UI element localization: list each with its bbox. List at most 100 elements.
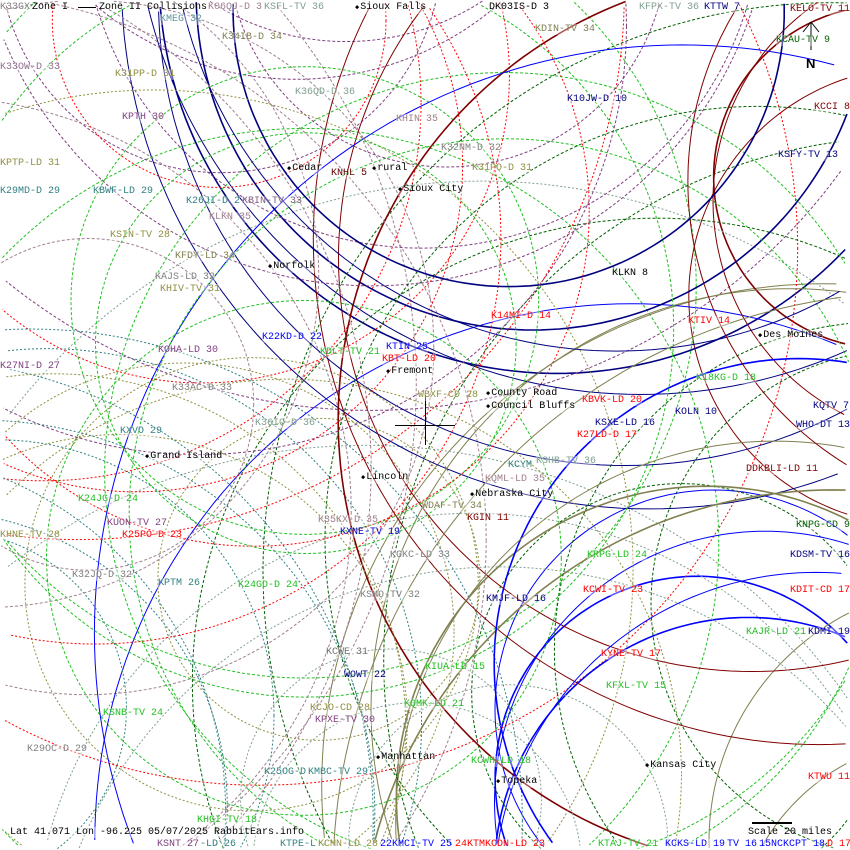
station-label[interactable]: KSIN-TV 28 (110, 230, 171, 241)
station-label[interactable]: KBVK-LD 20 (582, 395, 643, 406)
station-label[interactable]: KTTW 7 (704, 2, 741, 13)
station-label[interactable]: KXVO 29 (120, 426, 163, 437)
station-label[interactable]: K14MI-D 14 (491, 311, 552, 322)
station-label[interactable]: KCAU-TV 9 (776, 35, 831, 46)
station-label[interactable]: KDSM-TV 16 (790, 550, 850, 561)
station-label[interactable]: KBIN-TV 33 (242, 196, 303, 207)
station-label[interactable]: 22KMCI-TV 25 (380, 839, 453, 850)
station-label[interactable]: K35KX-D 35 (318, 515, 379, 526)
station-label[interactable]: KSXE-LD 16 (595, 418, 656, 429)
station-label[interactable]: WBXF-CD 28 (418, 390, 479, 401)
station-label[interactable]: K27NI-D 27 (0, 361, 61, 372)
station-label[interactable]: KGKC-LD 33 (390, 550, 451, 561)
station-label[interactable]: K22KD-D 22 (262, 332, 323, 343)
station-label[interactable]: KSNT 27 (157, 839, 200, 850)
station-label[interactable]: KTPE-L (280, 839, 317, 850)
station-label[interactable]: KSFY-TV 13 (778, 150, 839, 161)
station-label[interactable]: KPTM 26 (158, 578, 201, 589)
station-label[interactable]: KBWF-LD 29 (93, 186, 154, 197)
station-label[interactable]: KSMO-TV 32 (360, 590, 421, 601)
station-label[interactable]: KPTH 30 (122, 112, 165, 123)
station-label[interactable]: KXNE-TV 19 (340, 527, 401, 538)
station-label[interactable]: K36QD-D 36 (295, 87, 356, 98)
station-label[interactable]: KDIN-TV 34 (535, 24, 596, 35)
station-label[interactable]: KMEG 32 (160, 14, 203, 25)
station-label[interactable]: KTAJ-TV 21 (598, 839, 659, 850)
station-label[interactable]: DK03IS-D 3 (489, 2, 550, 13)
station-label[interactable]: K33GX (0, 2, 31, 13)
station-label[interactable]: KLKN 8 (612, 268, 649, 279)
station-label[interactable]: KFDY-LD 34 (175, 251, 236, 262)
station-label[interactable]: KFXL-TV 15 (606, 681, 667, 692)
station-label[interactable]: K29MD-D 29 (0, 186, 61, 197)
station-label[interactable]: KBT-LD 20 (382, 354, 437, 365)
station-label[interactable]: 24KTMKCDN-LD 23 (455, 839, 546, 850)
station-label[interactable]: KQMK-LD 21 (404, 699, 465, 710)
station-label[interactable]: K25PO-D 23 (122, 530, 183, 541)
station-label[interactable]: KCWI-TV 23 (583, 585, 644, 596)
station-label[interactable]: KFPX-TV 36 (639, 2, 700, 13)
station-label[interactable]: KDIT-CD 17 (790, 585, 850, 596)
station-label[interactable]: K32JQ-D 32 (72, 570, 133, 581)
station-label[interactable]: KHIV-TV 31 (160, 284, 221, 295)
station-label[interactable]: -LD 26 (200, 839, 237, 850)
station-label[interactable]: K10JW-D 10 (567, 94, 628, 105)
station-label[interactable]: KLKN 35 (209, 212, 252, 223)
station-label[interactable]: KIUA-LD 15 (425, 662, 486, 673)
station-label[interactable]: K06QJ-D 3 (208, 2, 263, 13)
station-label[interactable]: KTIV 14 (688, 316, 731, 327)
station-label[interactable]: TV 16 (727, 839, 758, 850)
station-label[interactable]: WHO-DT 13 (796, 420, 850, 431)
station-label[interactable]: K24GD-D 24 (238, 580, 299, 591)
station-label[interactable]: K27LD-D 17 (577, 430, 638, 441)
station-label[interactable]: KCYM (508, 460, 533, 471)
station-label[interactable]: KMBC-TV 29 (308, 767, 369, 778)
station-label[interactable]: KSFL-TV 36 (264, 2, 325, 13)
station-label[interactable]: KGIN 11 (467, 513, 510, 524)
station-label[interactable]: KCWH-LD 18 (471, 756, 532, 767)
station-label[interactable]: K33AC-D 33 (172, 383, 233, 394)
station-label[interactable]: KCCI 8 (814, 102, 850, 113)
station-label[interactable]: KCJO-CD 28 (310, 703, 371, 714)
station-label[interactable]: KUON-TV 27 (107, 518, 168, 529)
station-label[interactable]: KRPG-LD 24 (587, 550, 648, 561)
station-label[interactable]: K34IB-D 34 (222, 32, 283, 43)
station-label[interactable]: KOLN 10 (675, 407, 718, 418)
station-label[interactable]: K18KG-D 18 (696, 373, 757, 384)
station-label[interactable]: KSHB-TV 36 (536, 456, 597, 467)
station-label[interactable]: D 17 (827, 839, 850, 850)
station-label[interactable]: KPXE-TV 30 (315, 715, 376, 726)
station-label[interactable]: KNPG-CD 9 (796, 520, 850, 531)
station-label[interactable]: KTWU 11 (808, 772, 850, 783)
station-label[interactable]: KCKS-LD 19 (665, 839, 726, 850)
station-label[interactable]: KHGI-TV 18 (197, 815, 258, 826)
station-label[interactable]: KMJF-LD 16 (486, 594, 547, 605)
station-label[interactable]: K31PO-D 31 (472, 163, 533, 174)
station-label[interactable]: KAJS-LD 32 (155, 272, 216, 283)
station-label[interactable]: KOHA-LD 30 (158, 345, 219, 356)
station-label[interactable]: KHIN 35 (396, 114, 439, 125)
station-label[interactable]: WDAF-TV 34 (422, 501, 483, 512)
station-label[interactable]: K24JG-D 24 (78, 494, 139, 505)
station-label[interactable]: KYNE-TV 17 (601, 649, 662, 660)
station-label[interactable]: KPTP-LD 31 (0, 158, 61, 169)
station-label[interactable]: K25OG-D (264, 767, 307, 778)
station-label[interactable]: KCWE 31 (326, 647, 369, 658)
station-label[interactable]: K36IO-D 36 (255, 418, 316, 429)
station-label[interactable]: KDMI 19 (808, 627, 850, 638)
station-label[interactable]: KELO-TV 11 (790, 4, 850, 15)
station-label[interactable]: KAJR-LD 21 (746, 627, 807, 638)
station-label[interactable]: K33OW-D 33 (0, 62, 61, 73)
station-label[interactable]: KHNE-TV 28 (0, 530, 61, 541)
station-label[interactable]: KNHL 5 (331, 168, 368, 179)
station-label[interactable]: KDLT-TV 21 (320, 347, 381, 358)
station-label[interactable]: K29OC-D 29 (27, 744, 88, 755)
station-label[interactable]: KCMN-LD 28 (318, 839, 379, 850)
station-label[interactable]: KQML-LD 35 (485, 474, 546, 485)
station-label[interactable]: K32NM-D 32 (441, 143, 502, 154)
station-label[interactable]: K31PP-D 31 (115, 69, 176, 80)
station-label[interactable]: DDKBLI-LD 11 (746, 464, 819, 475)
station-label[interactable]: WOWT 22 (344, 670, 387, 681)
station-label[interactable]: KSNB-TV 24 (103, 708, 164, 719)
